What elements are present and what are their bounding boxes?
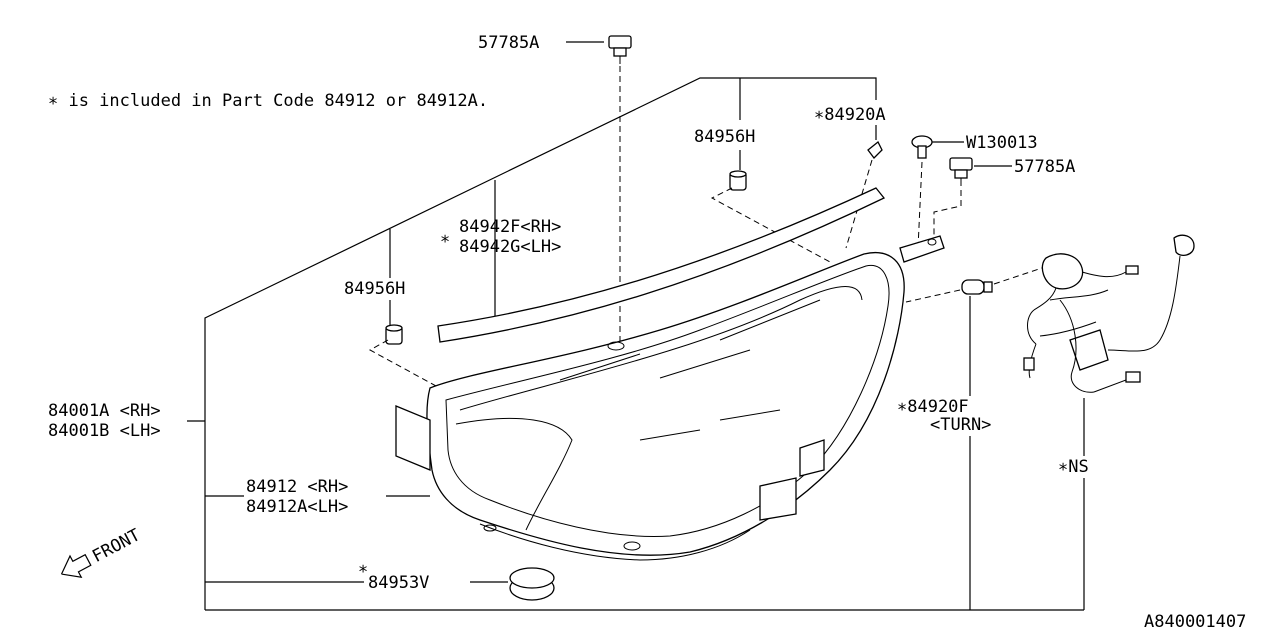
label-57785a-top: 57785A xyxy=(478,33,539,53)
label-w130013: W130013 xyxy=(966,133,1038,153)
label-84956h-top: 84956H xyxy=(694,127,755,147)
label-84001b: 84001B <LH> xyxy=(48,421,161,441)
label-84912a: 84912A<LH> xyxy=(246,497,348,517)
label-84920f: ∗84920F xyxy=(897,397,969,417)
dash-84956h-left xyxy=(368,339,437,387)
label-84953-star: ∗ xyxy=(358,559,368,579)
dash-57785a-right xyxy=(933,190,962,240)
label-84920a: ∗84920A xyxy=(814,105,886,125)
bulb-84920a xyxy=(867,140,883,159)
bulb-84920f xyxy=(961,279,993,295)
label-84001a: 84001A <RH> xyxy=(48,401,161,421)
bushing-84956h-top xyxy=(729,170,747,191)
label-84953v: 84953V xyxy=(368,573,429,593)
dash-84920f xyxy=(905,289,961,303)
cap-84953v xyxy=(509,567,555,601)
label-84912: 84912 <RH> xyxy=(246,477,348,497)
clip-57785a-right xyxy=(949,157,973,186)
label-84942-star: ∗ xyxy=(440,229,450,249)
front-arrow-icon: FRONT xyxy=(60,525,144,578)
wiring-harness-ns xyxy=(1023,234,1195,393)
label-84956h-left: 84956H xyxy=(344,279,405,299)
dash-w130013 xyxy=(917,161,923,249)
label-ns: ∗NS xyxy=(1058,457,1089,477)
label-57785a-right: 57785A xyxy=(1014,157,1075,177)
bushing-84956h-left xyxy=(385,324,403,345)
part-code-note: ∗ is included in Part Code 84912 or 8491… xyxy=(48,91,488,111)
clip-w130013 xyxy=(911,135,933,159)
label-turn: <TURN> xyxy=(930,415,991,435)
clip-57785a-top xyxy=(608,35,632,64)
assembly-outline xyxy=(204,77,877,610)
label-84942g: 84942G<LH> xyxy=(459,237,561,257)
seal-strip-84942 xyxy=(437,187,886,343)
svg-text:FRONT: FRONT xyxy=(89,525,144,567)
dash-ns xyxy=(993,267,1043,285)
diagram-id: A840001407 xyxy=(1144,612,1246,632)
headlamp-housing xyxy=(395,235,945,561)
label-84942f: 84942F<RH> xyxy=(459,217,561,237)
